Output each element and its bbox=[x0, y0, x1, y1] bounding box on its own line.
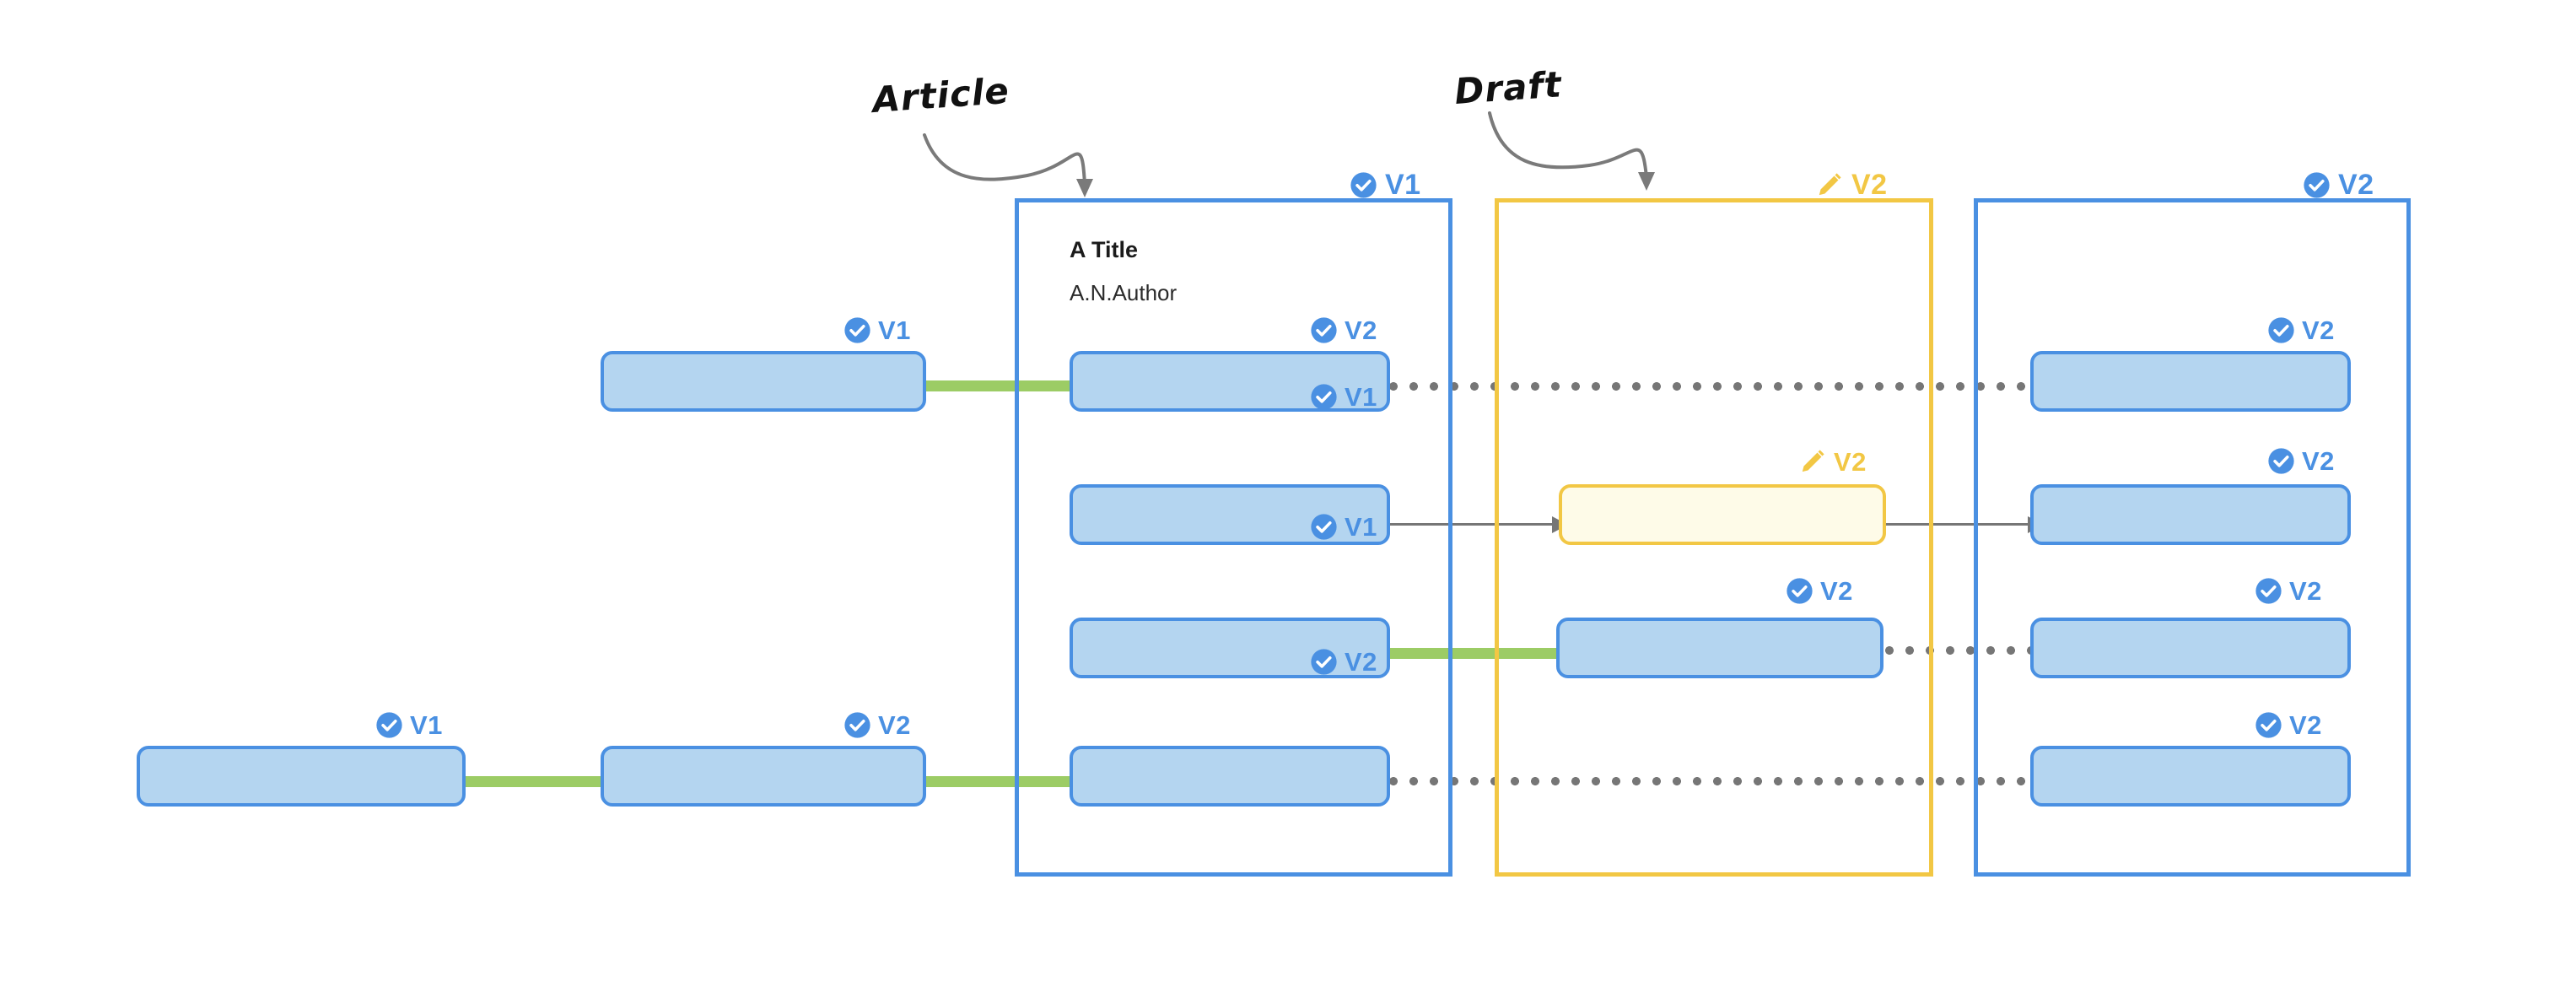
block-label-standalone-2: V2 bbox=[843, 711, 911, 739]
content-block[interactable] bbox=[2030, 746, 2351, 807]
article-title: A Title bbox=[1070, 237, 1139, 262]
block-version-label: V2 bbox=[1345, 316, 1377, 345]
article-v2-container[interactable] bbox=[1974, 198, 2411, 877]
container-label-article-v2: V2 bbox=[2303, 170, 2374, 199]
block-label-article-v2-3: V2 bbox=[2255, 711, 2322, 739]
block-label-draft-v2-0: V2 bbox=[1798, 447, 1867, 476]
draft-v2-container[interactable] bbox=[1495, 198, 1933, 877]
check-badge-icon bbox=[2268, 317, 2294, 343]
block-label-article-v1-3: V2 bbox=[1310, 648, 1377, 676]
article-author: A.N.Author bbox=[1070, 280, 1178, 305]
connector-unchanged-row1-a bbox=[919, 380, 1080, 391]
check-badge-icon bbox=[1350, 171, 1377, 198]
content-block[interactable] bbox=[601, 746, 926, 807]
check-badge-icon bbox=[1311, 317, 1337, 343]
container-version-label: V2 bbox=[1851, 169, 1888, 201]
connector-edit-row2-a bbox=[1390, 523, 1559, 526]
block-version-label: V2 bbox=[2289, 576, 2322, 606]
connector-reference-row4 bbox=[1383, 777, 2036, 785]
check-badge-icon bbox=[2255, 578, 2282, 604]
check-badge-icon bbox=[2304, 171, 2330, 198]
check-badge-icon bbox=[1311, 384, 1337, 410]
check-badge-icon bbox=[376, 712, 402, 738]
check-badge-icon bbox=[2255, 712, 2282, 738]
block-label-article-v2-1: V2 bbox=[2267, 447, 2335, 475]
content-block[interactable] bbox=[1070, 351, 1390, 412]
block-version-label: V2 bbox=[2289, 710, 2322, 740]
block-label-article-v1-1: V1 bbox=[1310, 383, 1377, 411]
container-version-label: V2 bbox=[2338, 169, 2374, 201]
content-block[interactable] bbox=[137, 746, 466, 807]
check-badge-icon bbox=[844, 317, 870, 343]
container-version-label: V1 bbox=[1385, 169, 1421, 201]
check-badge-icon bbox=[1311, 649, 1337, 675]
block-version-label: V2 bbox=[878, 710, 911, 740]
block-label-article-v1-0: V2 bbox=[1310, 316, 1377, 344]
content-block[interactable] bbox=[601, 351, 926, 412]
pencil-icon bbox=[1819, 173, 1841, 196]
block-label-article-v1-2: V1 bbox=[1310, 513, 1377, 541]
container-label-article-v1: V1 bbox=[1350, 170, 1421, 199]
block-version-label: V1 bbox=[1345, 512, 1377, 542]
article-annotation-arrow bbox=[923, 133, 1093, 197]
connector-reference-row1 bbox=[1383, 382, 2036, 391]
content-block[interactable] bbox=[2030, 618, 2351, 678]
block-version-label: V1 bbox=[878, 316, 911, 345]
block-version-label: V2 bbox=[1834, 446, 1867, 477]
block-version-label: V1 bbox=[410, 710, 443, 740]
connector-unchanged-row4-a bbox=[461, 776, 607, 787]
check-badge-icon bbox=[2268, 448, 2294, 474]
block-label-standalone-1: V1 bbox=[375, 711, 443, 739]
content-block[interactable] bbox=[2030, 351, 2351, 412]
check-badge-icon bbox=[844, 712, 870, 738]
draft-annotation-arrow bbox=[1488, 111, 1655, 191]
block-version-label: V2 bbox=[2302, 446, 2335, 476]
content-block[interactable] bbox=[1070, 618, 1390, 678]
pencil-icon bbox=[1802, 450, 1824, 472]
block-label-standalone-0: V1 bbox=[843, 316, 911, 344]
content-block-draft[interactable] bbox=[1559, 484, 1886, 545]
connector-unchanged-row3 bbox=[1383, 648, 1557, 659]
block-label-article-v2-2: V2 bbox=[2255, 577, 2322, 605]
content-block[interactable] bbox=[1556, 618, 1883, 678]
check-badge-icon bbox=[1311, 514, 1337, 540]
block-version-label: V2 bbox=[1345, 647, 1377, 677]
block-version-label: V2 bbox=[1820, 576, 1853, 606]
article-v1-container[interactable] bbox=[1015, 198, 1452, 877]
check-badge-icon bbox=[1786, 578, 1813, 604]
content-block[interactable] bbox=[2030, 484, 2351, 545]
block-label-draft-v2-1: V2 bbox=[1786, 577, 1853, 605]
block-version-label: V2 bbox=[2302, 316, 2335, 345]
connector-unchanged-row4-b bbox=[919, 776, 1080, 787]
content-block[interactable] bbox=[1070, 484, 1390, 545]
content-block[interactable] bbox=[1070, 746, 1390, 807]
container-label-draft-v2: V2 bbox=[1815, 170, 1888, 199]
connector-reference-row3 bbox=[1879, 646, 2038, 655]
connector-edit-row2-b bbox=[1883, 523, 2034, 526]
block-version-label: V1 bbox=[1345, 382, 1377, 412]
block-label-article-v2-0: V2 bbox=[2267, 316, 2335, 344]
